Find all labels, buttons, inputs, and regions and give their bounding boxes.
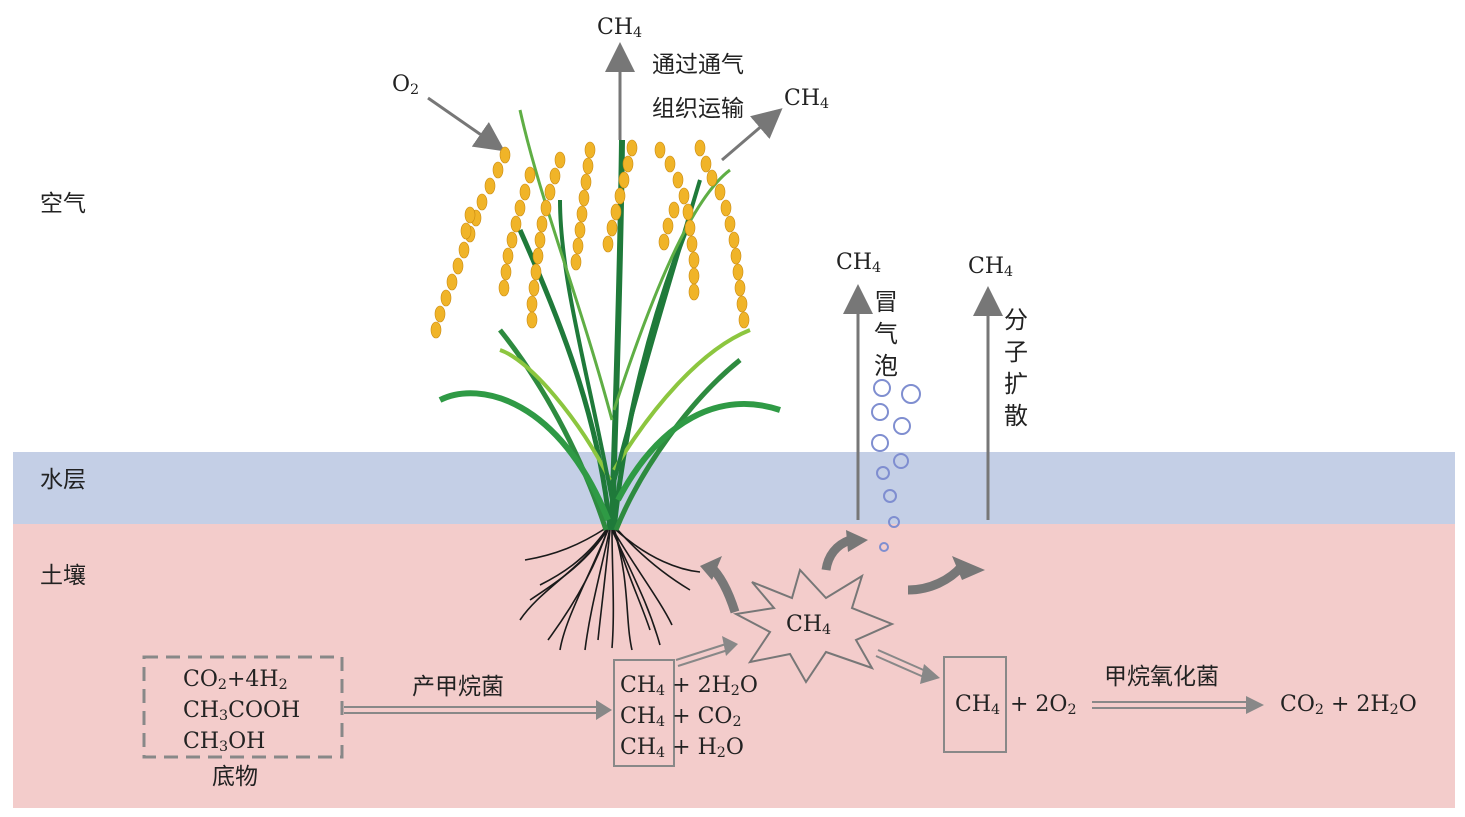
bubbles — [871, 379, 921, 552]
water-zone-label: 水层 — [40, 467, 86, 493]
substrate-row: CH3COOH — [183, 698, 301, 724]
methanogen-label: 产甲烷菌 — [412, 674, 504, 700]
curved-arrow-to-bubbles — [821, 535, 852, 571]
oxidation-o2: + 2O2 — [1010, 692, 1077, 718]
substrate-row: CO2+4H2 — [183, 667, 288, 693]
product-row: CH4 + H2O — [620, 735, 744, 761]
o2-label: O2 — [392, 72, 420, 98]
products-box — [613, 659, 675, 767]
soil-zone-label: 土壤 — [40, 563, 86, 589]
transport-label-line2: 组织运输 — [652, 96, 744, 122]
ch4-star-burst — [732, 568, 895, 684]
star-ch4-label: CH4 — [786, 612, 832, 638]
bubble-label: 冒气泡 — [874, 288, 898, 380]
transport-label-line1: 通过通气 — [652, 52, 744, 78]
methanotroph-arrow — [1246, 696, 1264, 714]
oxidation-box — [943, 656, 1007, 753]
ch4-side-arrow — [721, 108, 783, 162]
bubble-ch4-label: CH4 — [836, 250, 882, 276]
ch4-vent-label: CH4 — [597, 15, 643, 41]
water-layer — [13, 452, 1455, 524]
substrate-row: CH3OH — [183, 729, 266, 755]
ch4-side-label: CH4 — [784, 86, 830, 112]
methanogen-arrow — [596, 700, 612, 720]
oxidation-ch4: CH4 — [955, 692, 1001, 718]
product-to-star-arrow — [722, 636, 738, 656]
substrate-box — [142, 655, 344, 759]
oxidation-product: CO2 + 2H2O — [1280, 692, 1417, 718]
product-row: CH4 + CO2 — [620, 704, 742, 730]
product-row: CH4 + 2H2O — [620, 673, 758, 699]
substrate-caption: 底物 — [212, 764, 258, 790]
star-to-oxidation-arrow — [920, 664, 940, 684]
diffusion-label: 分子扩散 — [1004, 306, 1028, 430]
air-zone-label: 空气 — [40, 191, 86, 217]
diffusion-ch4-label: CH4 — [968, 254, 1014, 280]
substrate-list: CO2+4H2 CH3COOH CH3OH — [183, 664, 300, 757]
rice-panicles — [430, 139, 750, 339]
o2-arrow — [427, 96, 505, 152]
methanotroph-label: 甲烷氧化菌 — [1104, 664, 1219, 690]
rice-roots — [519, 527, 701, 651]
soil-layer — [13, 524, 1455, 808]
product-list: CH4 + 2H2O CH4 + CO2 CH4 + H2O — [620, 670, 758, 763]
